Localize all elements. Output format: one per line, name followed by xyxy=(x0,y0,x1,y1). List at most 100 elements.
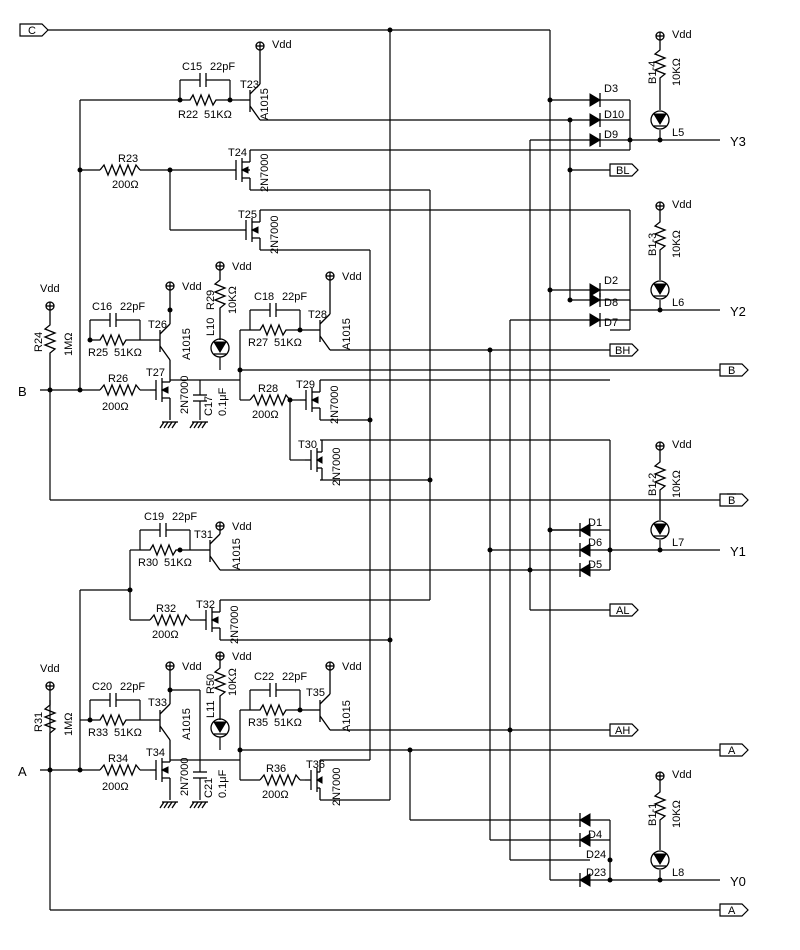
svg-text:T26: T26 xyxy=(148,319,167,331)
svg-text:Vdd: Vdd xyxy=(342,271,362,283)
capacitor-c16: C16 22pF xyxy=(89,301,145,340)
svg-text:10KΩ: 10KΩ xyxy=(227,286,239,314)
resistor-r22: R22 51KΩ xyxy=(178,93,232,121)
svg-text:R24: R24 xyxy=(33,332,45,352)
resistor-r50: R50 10KΩ xyxy=(205,660,239,720)
svg-text:L6: L6 xyxy=(672,297,684,309)
wires xyxy=(40,29,720,911)
svg-text:22pF: 22pF xyxy=(282,671,307,683)
svg-text:T24: T24 xyxy=(228,147,247,159)
svg-text:2N7000: 2N7000 xyxy=(331,767,343,806)
svg-text:A1015: A1015 xyxy=(181,328,193,360)
vdd-symbol-t28: Vdd xyxy=(325,271,362,283)
resistor-r24: R24 1MΩ xyxy=(33,310,75,390)
svg-text:Vdd: Vdd xyxy=(40,663,60,675)
svg-text:C22: C22 xyxy=(254,671,274,683)
vdd-symbol-b1-2: Vdd xyxy=(655,439,692,451)
capacitor-c22: C22 22pF xyxy=(249,671,307,710)
capacitor-c18: C18 22pF xyxy=(249,291,307,330)
svg-text:200Ω: 200Ω xyxy=(252,409,279,421)
capacitor-c20: C20 22pF xyxy=(89,681,145,720)
svg-text:2N7000: 2N7000 xyxy=(179,757,191,796)
resistor-b1-2: B1-2 10KΩ xyxy=(647,450,683,520)
svg-text:T36: T36 xyxy=(306,759,325,771)
svg-text:R22: R22 xyxy=(178,109,198,121)
diode-d8: D8 xyxy=(589,293,618,309)
resistor-b1-4: B1-4 10KΩ xyxy=(647,40,683,110)
svg-text:R27: R27 xyxy=(248,337,268,349)
resistor-r31: R31 1MΩ xyxy=(33,690,75,770)
vdd-symbol-r31: Vdd xyxy=(40,663,60,691)
svg-text:D10: D10 xyxy=(604,109,624,121)
svg-text:Vdd: Vdd xyxy=(40,283,60,295)
vdd-symbol-r24: Vdd xyxy=(40,283,60,311)
capacitor-c17: C17 0.1μF xyxy=(189,387,229,429)
diode-d24: D24 xyxy=(579,833,610,861)
svg-text:C: C xyxy=(28,25,36,37)
resistor-r32: R32 200Ω xyxy=(149,603,191,641)
vdd-symbol-t23: Vdd xyxy=(255,39,292,51)
port-al: AL xyxy=(609,603,639,617)
svg-text:L5: L5 xyxy=(672,127,684,139)
diode-d7: D7 xyxy=(589,313,618,329)
svg-text:0.1μF: 0.1μF xyxy=(217,387,229,416)
svg-text:R29: R29 xyxy=(205,290,217,310)
svg-text:D3: D3 xyxy=(604,83,618,95)
port-bl: BL xyxy=(609,163,639,177)
svg-text:L11: L11 xyxy=(205,700,217,718)
led-l10: L10 xyxy=(205,318,230,370)
svg-text:T28: T28 xyxy=(308,309,327,321)
svg-text:200Ω: 200Ω xyxy=(262,789,289,801)
svg-text:D23: D23 xyxy=(586,867,606,879)
svg-text:200Ω: 200Ω xyxy=(112,179,139,191)
svg-text:T29: T29 xyxy=(296,379,315,391)
svg-text:A: A xyxy=(728,905,736,917)
input-b-label: B xyxy=(18,384,27,399)
svg-text:0.1μF: 0.1μF xyxy=(217,769,229,798)
svg-text:Vdd: Vdd xyxy=(182,281,202,293)
diode-d1: D1 xyxy=(550,517,610,537)
svg-text:200Ω: 200Ω xyxy=(102,781,129,793)
svg-text:Vdd: Vdd xyxy=(182,661,202,673)
svg-text:R31: R31 xyxy=(33,712,45,732)
diode-d6: D6 xyxy=(579,537,610,557)
diode-d3: D3 xyxy=(589,83,618,107)
svg-text:D1: D1 xyxy=(588,517,602,529)
svg-text:C21: C21 xyxy=(203,778,215,798)
vdd-symbol-b1-3: Vdd xyxy=(655,199,692,211)
svg-text:R30: R30 xyxy=(138,557,158,569)
svg-text:200Ω: 200Ω xyxy=(102,401,129,413)
svg-text:Vdd: Vdd xyxy=(272,39,292,51)
svg-text:T25: T25 xyxy=(238,209,257,221)
resistor-r35: R35 51KΩ xyxy=(240,703,310,729)
svg-text:R28: R28 xyxy=(258,383,278,395)
svg-text:R32: R32 xyxy=(156,603,176,615)
svg-text:Vdd: Vdd xyxy=(232,261,252,273)
svg-text:L10: L10 xyxy=(205,318,217,336)
transistor-t26: T26 A1015 xyxy=(148,290,193,380)
svg-text:1MΩ: 1MΩ xyxy=(63,332,75,356)
transistor-t29: T29 2N7000 xyxy=(296,379,341,424)
svg-text:10KΩ: 10KΩ xyxy=(671,470,683,498)
svg-text:D8: D8 xyxy=(604,297,618,309)
transistor-t35: T35 A1015 xyxy=(306,670,353,732)
svg-text:10KΩ: 10KΩ xyxy=(671,58,683,86)
svg-text:T30: T30 xyxy=(298,439,317,451)
svg-text:C17: C17 xyxy=(203,396,215,416)
transistor-t34: T34 2N7000 xyxy=(146,747,191,800)
port-bh: BH xyxy=(609,343,639,357)
svg-text:A1015: A1015 xyxy=(341,318,353,350)
svg-text:L7: L7 xyxy=(672,537,684,549)
svg-text:22pF: 22pF xyxy=(172,511,197,523)
svg-text:200Ω: 200Ω xyxy=(152,629,179,641)
svg-text:BL: BL xyxy=(616,165,629,177)
resistor-r27: R27 51KΩ xyxy=(240,323,310,349)
led-l11: L11 xyxy=(205,700,230,750)
resistor-r33: R33 51KΩ xyxy=(88,713,150,739)
svg-text:B1-2: B1-2 xyxy=(647,473,659,496)
svg-text:D2: D2 xyxy=(604,275,618,287)
svg-text:2N7000: 2N7000 xyxy=(269,215,281,254)
svg-text:B1-4: B1-4 xyxy=(647,61,659,84)
junctions xyxy=(47,27,663,883)
vdd-symbol-t26: Vdd xyxy=(165,281,202,293)
